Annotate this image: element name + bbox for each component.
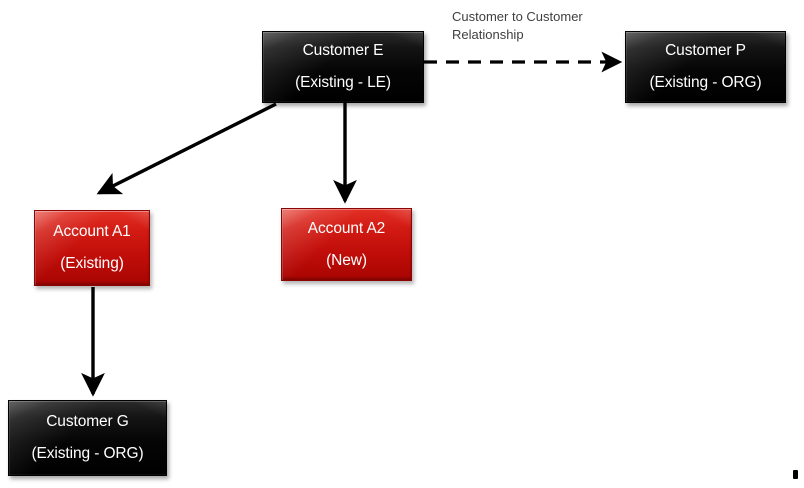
node-account-a2-title: Account A2: [307, 219, 386, 237]
node-customer-e-title: Customer E: [302, 42, 384, 60]
node-customer-g-title: Customer G: [46, 413, 129, 431]
node-account-a1[interactable]: Account A1 (Existing): [34, 210, 150, 286]
node-customer-g-subtitle: (Existing - ORG): [31, 445, 144, 462]
edge-label-line-2: Relationship: [452, 26, 524, 42]
edge-customer-e-to-account-a1: [96, 102, 277, 195]
node-customer-e[interactable]: Customer E (Existing - LE): [262, 31, 424, 103]
edge-label-line-1: Customer to Customer: [452, 9, 583, 24]
node-account-a1-title: Account A1: [53, 223, 131, 241]
edge-label-customer-to-customer-relationship: Customer to Customer Relationship: [452, 8, 632, 43]
stray-mark: [793, 470, 798, 479]
node-account-a2[interactable]: Account A2 (New): [281, 208, 412, 281]
node-account-a1-subtitle: (Existing): [60, 255, 124, 272]
node-customer-p-title: Customer P: [665, 42, 746, 60]
node-customer-p-subtitle: (Existing - ORG): [649, 74, 762, 91]
node-customer-e-subtitle: (Existing - LE): [295, 74, 391, 91]
node-customer-p[interactable]: Customer P (Existing - ORG): [625, 31, 786, 103]
node-account-a2-subtitle: (New): [326, 251, 367, 269]
node-customer-g[interactable]: Customer G (Existing - ORG): [8, 400, 167, 476]
